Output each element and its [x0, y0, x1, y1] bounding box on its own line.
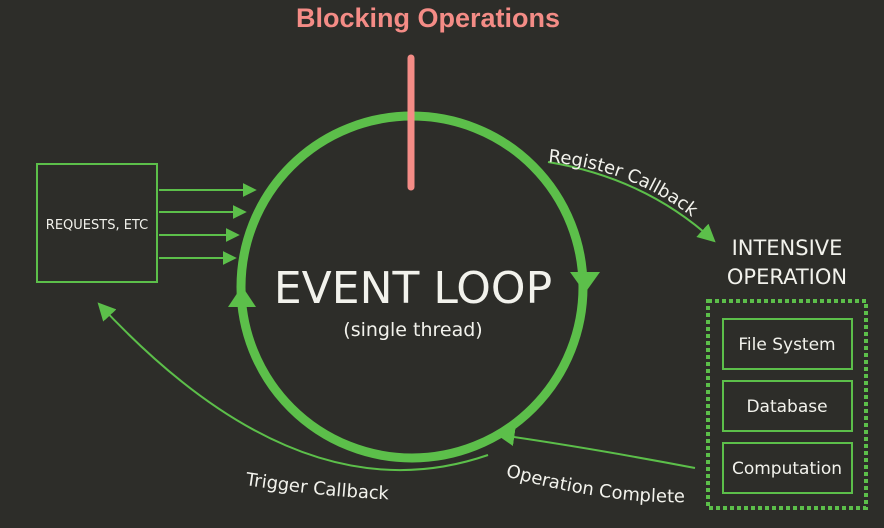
diagram-title: Blocking Operations: [296, 3, 560, 33]
operation-complete-text: Operation Complete: [504, 461, 685, 508]
file-system-box: [722, 318, 853, 370]
trigger-callback-text: Trigger Callback: [243, 469, 389, 504]
event-loop-title: EVENT LOOP: [274, 263, 552, 314]
intensive-operation-group: [706, 299, 868, 510]
ring-arrow-up-icon: [228, 286, 256, 307]
requests-label: REQUESTS, ETC: [46, 218, 148, 233]
computation-box: [722, 442, 853, 494]
computation-label: Computation: [732, 459, 842, 479]
intensive-heading-line2: OPERATION: [727, 265, 847, 289]
register-callback-label: Register Callback: [548, 146, 703, 221]
database-box: [722, 380, 853, 432]
database-label: Database: [746, 397, 827, 417]
event-loop-subtitle: (single thread): [343, 319, 482, 341]
register-callback-text: Register Callback: [548, 146, 703, 221]
ring-arrow-down-icon: [570, 272, 600, 293]
operation-complete-label: Operation Complete: [504, 461, 685, 508]
trigger-callback-arrow: [97, 302, 489, 472]
requests-box: [36, 163, 158, 283]
operation-complete-arrow: [496, 428, 696, 469]
file-system-label: File System: [738, 335, 835, 355]
intensive-heading-line1: INTENSIVE: [732, 236, 843, 260]
register-callback-arrow: [547, 161, 716, 243]
trigger-callback-label: Trigger Callback: [243, 469, 389, 504]
